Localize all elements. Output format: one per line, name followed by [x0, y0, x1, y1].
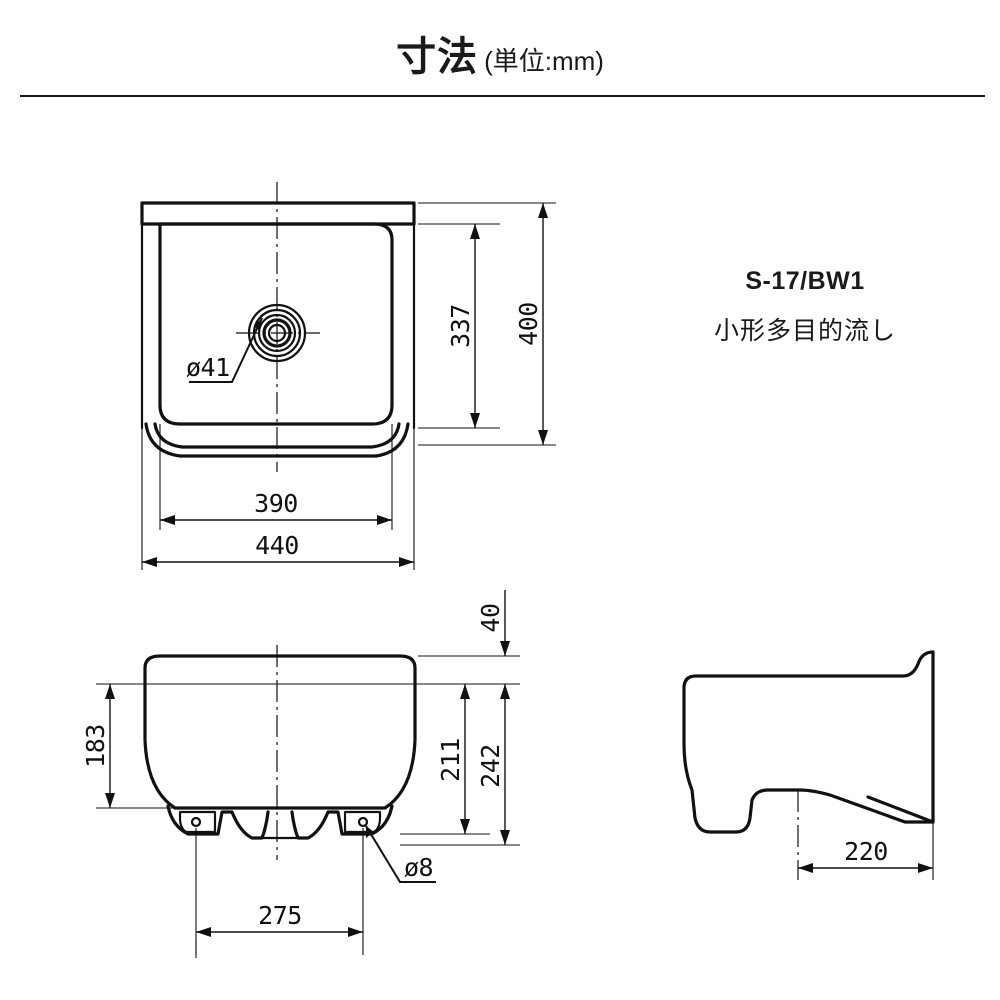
front-dim-183-label: 183 [81, 724, 110, 768]
product-name: 小形多目的流し [713, 316, 896, 345]
side-view-profile [682, 650, 935, 834]
top-view-backsplash [140, 201, 416, 226]
drain-diameter-label: ø41 [186, 353, 230, 382]
front-dim-275: 275 [196, 901, 363, 937]
front-view: ø8 183 40 [81, 590, 520, 958]
front-dim-211: 211 [436, 684, 470, 834]
front-dim-242-label: 242 [476, 744, 505, 788]
front-view-bracket-left [166, 804, 270, 840]
front-dim-211-label: 211 [436, 738, 465, 782]
product-label: S-17/BW1 小形多目的流し [660, 267, 950, 345]
front-view-bolt-hole-right [357, 816, 369, 828]
side-view: 220 [682, 650, 935, 880]
front-view-bracket-left-body [166, 804, 270, 840]
page-title: 寸法(単位:mm) [0, 24, 1000, 82]
page-title-main: 寸法 [396, 35, 479, 79]
front-view-bracket-right [290, 804, 394, 840]
top-dim-440: 440 [142, 531, 414, 567]
header-divider [20, 95, 985, 97]
front-view-bolt-hole-left [190, 816, 202, 828]
front-dim-40: 40 [476, 590, 510, 656]
top-dim-400: 400 [514, 203, 548, 445]
top-view: ø41 337 400 [140, 182, 556, 570]
side-dim-220-label: 220 [844, 837, 888, 866]
drain-ring-3 [257, 313, 297, 353]
top-view-bowl-inner [158, 222, 394, 426]
product-code: S-17/BW1 [745, 267, 865, 295]
top-dim-390-label: 390 [254, 489, 298, 518]
top-dim-337-label: 337 [446, 304, 475, 348]
top-dim-337: 337 [446, 224, 480, 428]
top-dim-400-label: 400 [514, 302, 543, 346]
front-view-bracket-left-plate [178, 810, 217, 834]
front-dim-183: 183 [81, 684, 115, 808]
page-header: 寸法(単位:mm) [0, 0, 1000, 98]
side-view-bracket-edge [866, 795, 935, 824]
top-dim-440-label: 440 [255, 531, 299, 560]
top-view-front-apron [144, 422, 410, 458]
drain-diameter-leader [189, 317, 263, 383]
side-dim-220: 220 [798, 837, 933, 873]
top-dim-390: 390 [160, 489, 392, 525]
bolt-hole-leader [365, 825, 436, 883]
drain-ring-5 [247, 303, 307, 363]
front-dim-40-label: 40 [476, 603, 505, 632]
drain-ring-1 [267, 323, 287, 343]
drain-diameter-arrowhead [254, 318, 262, 330]
drain-outlet [247, 303, 307, 363]
front-dim-275-label: 275 [258, 901, 302, 930]
front-view-bracket-right-body [290, 804, 394, 840]
drain-ring-2 [262, 318, 292, 348]
front-dim-242: 242 [476, 684, 510, 845]
bolt-hole-diameter-label: ø8 [404, 853, 433, 882]
page-title-unit: (単位:mm) [484, 46, 604, 76]
bolt-hole-arrowhead [366, 826, 374, 838]
front-view-bracket-right-plate [343, 810, 382, 834]
front-view-body [143, 654, 417, 810]
